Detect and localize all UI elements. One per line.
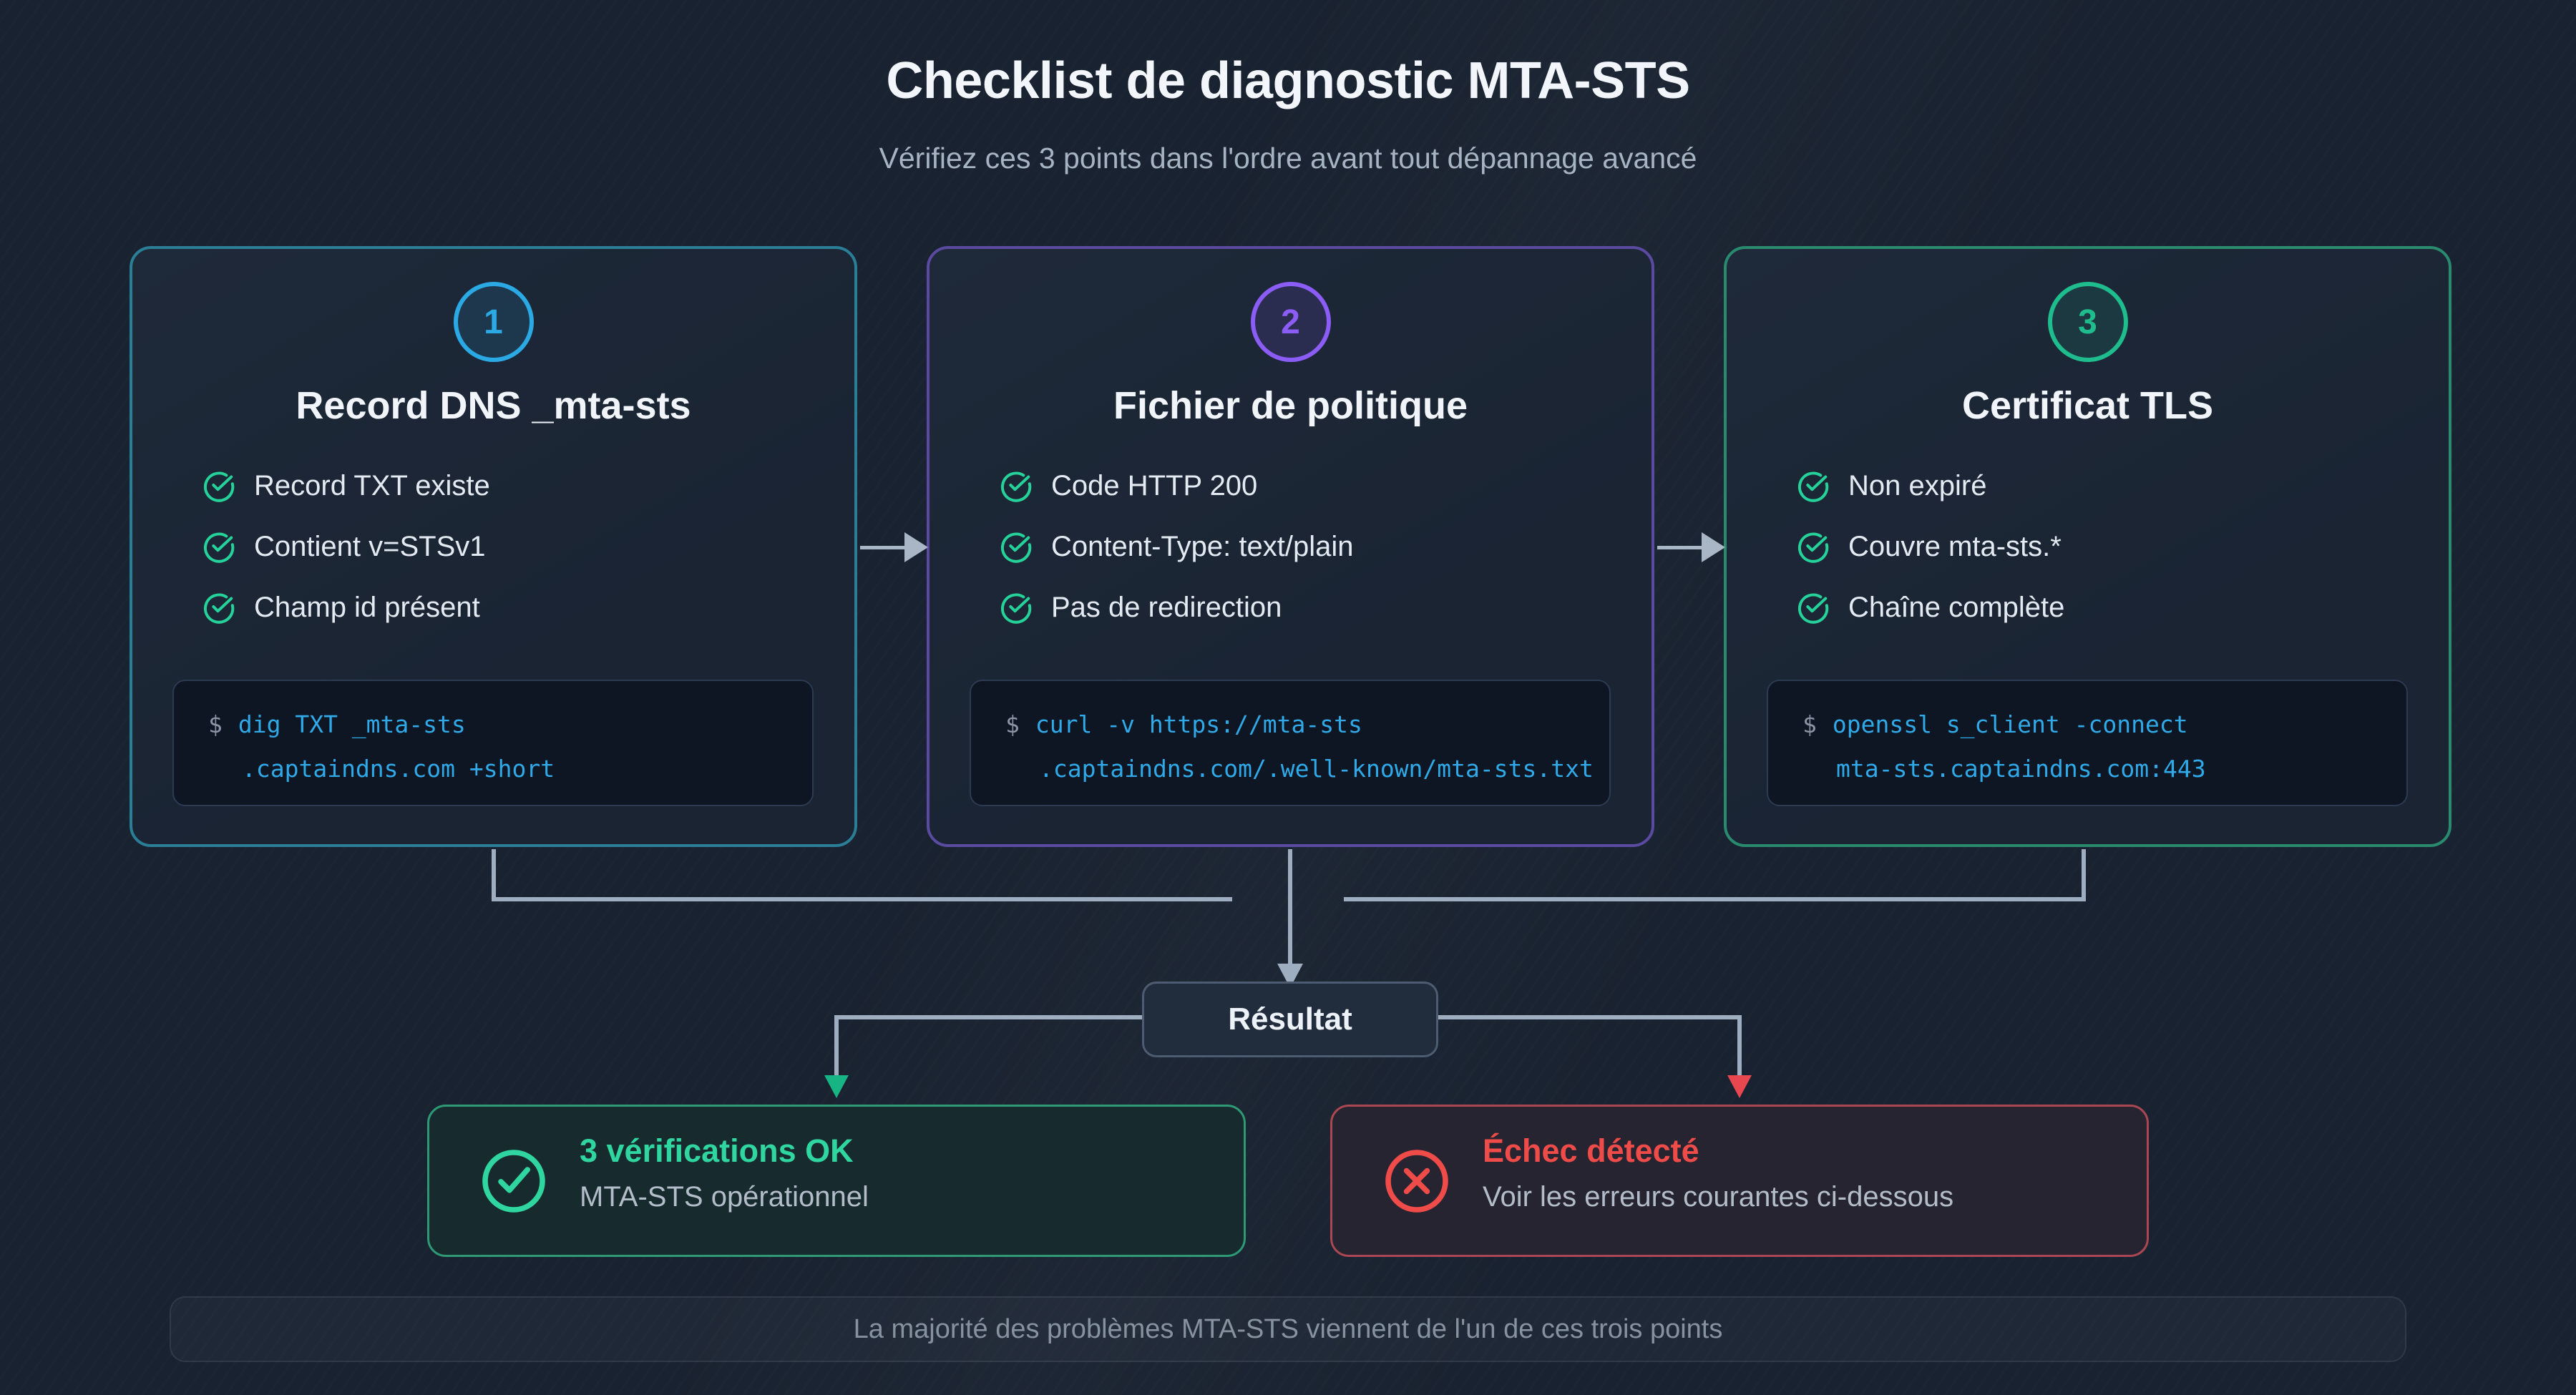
card-dns-record: 1 Record DNS _mta-sts Record TXT existe … (130, 246, 857, 847)
shell-prompt: $ (208, 710, 223, 738)
checklist-item: Content-Type: text/plain (1000, 530, 1623, 563)
command-block: $ curl -v https://mta-sts .captaindns.com… (970, 680, 1611, 806)
connector-card3-stub (2082, 849, 2086, 900)
shell-prompt: $ (1802, 710, 1817, 738)
checklist: Code HTTP 200 Content-Type: text/plain P… (1000, 469, 1623, 652)
checklist-item: Record TXT existe (203, 469, 826, 502)
checklist-item: Chaîne complète (1797, 591, 2420, 624)
outcome-success: 3 vérifications OK MTA-STS opérationnel (427, 1105, 1246, 1257)
command-line: $ curl -v https://mta-sts (1005, 703, 1588, 747)
command-line: $ dig TXT _mta-sts (208, 703, 791, 747)
arrow-card1-to-card2 (860, 532, 928, 562)
command-text: dig TXT _mta-sts (238, 710, 466, 738)
success-arrowhead-icon (824, 1075, 849, 1098)
checklist-item-label: Record TXT existe (254, 469, 490, 501)
card-title: Record DNS _mta-sts (296, 384, 691, 427)
check-circle-icon (1000, 593, 1032, 624)
checklist-item-label: Champ id présent (254, 591, 480, 623)
page-subtitle: Vérifiez ces 3 points dans l'ordre avant… (879, 142, 1697, 175)
branch-success-horizontal (834, 1015, 1142, 1019)
connector-card1-stub (492, 849, 496, 900)
outcome-failure: Échec détecté Voir les erreurs courantes… (1330, 1105, 2149, 1257)
checklist-item: Non expiré (1797, 469, 2420, 502)
check-circle-icon (1797, 593, 1829, 624)
command-line-continuation: .captaindns.com/.well-known/mta-sts.txt (1039, 755, 1594, 783)
check-circle-icon (1000, 532, 1032, 563)
checklist-item: Couvre mta-sts.* (1797, 530, 2420, 563)
command-line: $ openssl s_client -connect (1802, 703, 2385, 747)
connector-right-horizontal (1344, 897, 2086, 901)
checklist-item-label: Non expiré (1848, 469, 1987, 501)
check-circle-icon (1797, 532, 1829, 563)
right-arrowhead-icon (904, 532, 928, 562)
command-text: curl -v https://mta-sts (1035, 710, 1362, 738)
connector-center-vertical (1288, 849, 1292, 965)
checklist-item: Champ id présent (203, 591, 826, 624)
checklist-item: Code HTTP 200 (1000, 469, 1623, 502)
command-block: $ dig TXT _mta-sts .captaindns.com +short (172, 680, 814, 806)
outcome-success-title: 3 vérifications OK (580, 1132, 854, 1169)
step-number-badge: 3 (2047, 282, 2128, 362)
step-number-badge: 1 (453, 282, 534, 362)
card-tls-certificate: 3 Certificat TLS Non expiré Couvre mta-s… (1724, 246, 2451, 847)
check-circle-icon (203, 593, 235, 624)
outcome-failure-title: Échec détecté (1483, 1132, 1699, 1169)
command-text: openssl s_client -connect (1832, 710, 2188, 738)
checklist-item-label: Chaîne complète (1848, 591, 2065, 623)
footer-note: La majorité des problèmes MTA-STS vienne… (170, 1296, 2406, 1362)
step-number-badge: 2 (1250, 282, 1331, 362)
shell-prompt: $ (1005, 710, 1020, 738)
check-circle-icon (1797, 471, 1829, 502)
outcome-failure-subtitle: Voir les erreurs courantes ci-dessous (1483, 1181, 1954, 1213)
connector-left-horizontal (492, 897, 1232, 901)
failure-arrowhead-icon (1727, 1075, 1752, 1098)
checklist-item-label: Pas de redirection (1051, 591, 1282, 623)
checklist-item-label: Code HTTP 200 (1051, 469, 1258, 501)
checklist: Record TXT existe Contient v=STSv1 Champ… (203, 469, 826, 652)
outcome-success-subtitle: MTA-STS opérationnel (580, 1181, 869, 1213)
command-block: $ openssl s_client -connect mta-sts.capta… (1767, 680, 2408, 806)
right-arrowhead-icon (1702, 532, 1725, 562)
success-check-circle-icon (482, 1149, 545, 1213)
checklist-item: Contient v=STSv1 (203, 530, 826, 563)
checklist-item-label: Content-Type: text/plain (1051, 530, 1354, 562)
check-circle-icon (1000, 471, 1032, 502)
card-title: Certificat TLS (1961, 384, 2214, 427)
checklist-item-label: Contient v=STSv1 (254, 530, 486, 562)
failure-x-circle-icon (1385, 1149, 1448, 1213)
command-line-continuation: .captaindns.com +short (242, 755, 555, 783)
check-circle-icon (203, 471, 235, 502)
card-policy-file: 2 Fichier de politique Code HTTP 200 Con… (927, 246, 1654, 847)
checklist: Non expiré Couvre mta-sts.* Chaîne compl… (1797, 469, 2420, 652)
page-title: Checklist de diagnostic MTA-STS (886, 52, 1690, 109)
card-title: Fichier de politique (1113, 384, 1468, 427)
arrow-card2-to-card3 (1657, 532, 1725, 562)
result-node: Résultat (1142, 982, 1438, 1057)
command-line-continuation: mta-sts.captaindns.com:443 (1836, 755, 2206, 783)
check-circle-icon (203, 532, 235, 563)
branch-failure-horizontal (1438, 1015, 1742, 1019)
branch-success-vertical (834, 1015, 839, 1077)
checklist-item: Pas de redirection (1000, 591, 1623, 624)
branch-failure-vertical (1737, 1015, 1742, 1077)
checklist-item-label: Couvre mta-sts.* (1848, 530, 2062, 562)
